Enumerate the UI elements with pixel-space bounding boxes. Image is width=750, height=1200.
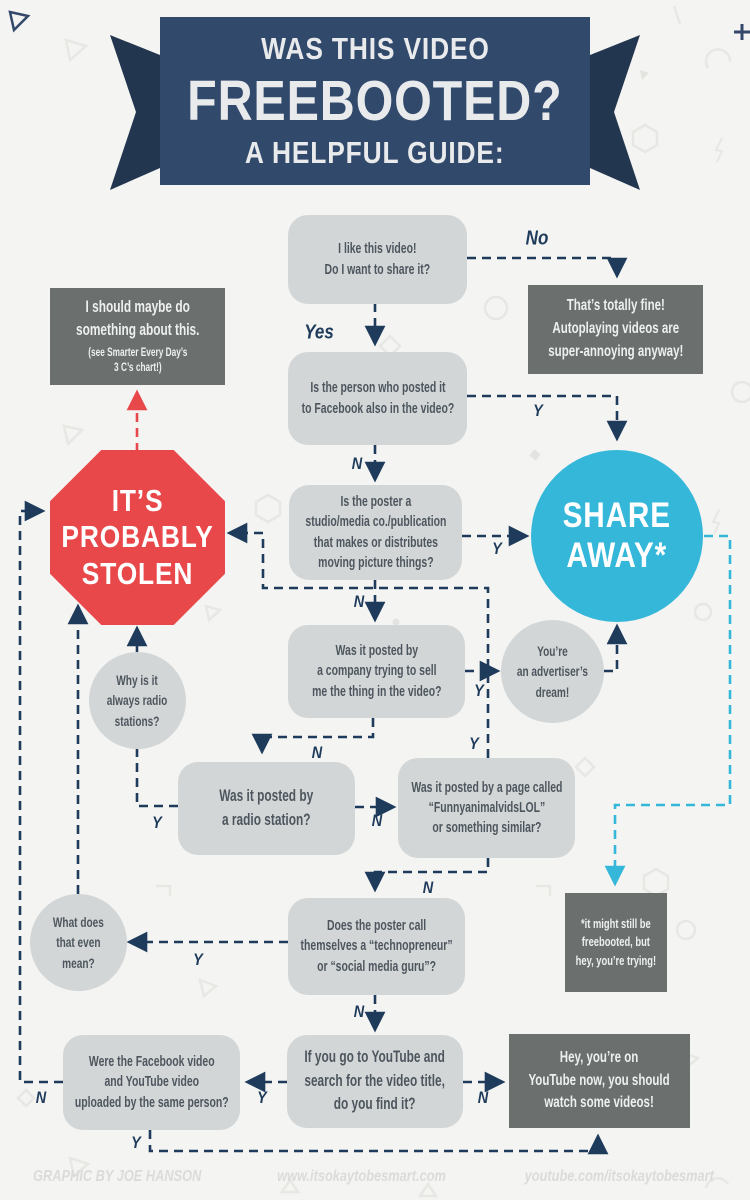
node-probably-stolen-text: IT’S PROBABLY STOLEN — [61, 482, 214, 591]
footer-youtube: youtube.com/itsokaytobesmart — [525, 1168, 715, 1185]
node-do-something-text: I should maybe do something about this. — [75, 298, 200, 340]
edge-label-funny-y: Y — [469, 734, 479, 753]
edge-label-radio-n: N — [371, 811, 383, 830]
banner-ribbon-tails — [110, 35, 640, 190]
node-advertisers-dream: You’re an advertiser’s dream! — [501, 620, 604, 723]
edge-sameperson-n — [18, 500, 63, 1084]
title-line-1: WAS THIS VIDEO — [260, 31, 490, 67]
edge-label-studio-n: N — [353, 592, 365, 611]
node-funny-page-text: Was it posted by a page called “Funnyani… — [410, 779, 563, 837]
edge-label-search-n: N — [477, 1088, 489, 1107]
node-youtube-search-text: If you go to YouTube and search for the … — [304, 1047, 446, 1114]
edge-label-studio-y: Y — [492, 539, 502, 558]
node-watch-videos: Hey, you’re on YouTube now, you should w… — [509, 1034, 690, 1128]
edge-label-sameperson-n: N — [35, 1088, 47, 1107]
node-still-freebooted-text: *it might still be freebooted, but hey, … — [575, 916, 657, 968]
node-funny-page: Was it posted by a page called “Funnyani… — [398, 758, 575, 858]
node-advertisers-dream-text: You’re an advertiser’s dream! — [516, 643, 589, 700]
node-still-freebooted: *it might still be freebooted, but hey, … — [565, 893, 667, 992]
node-totally-fine: That’s totally fine! Autoplaying videos … — [528, 285, 703, 374]
edge-funny-n — [364, 858, 490, 893]
title-line-2: FREEBOOTED? — [187, 68, 563, 133]
edge-label-invideo-y: Y — [533, 401, 543, 420]
node-radio-station: Was it posted by a radio station? — [178, 762, 355, 855]
edge-label-radio-y: Y — [152, 813, 162, 832]
node-radio-station-text: Was it posted by a radio station? — [219, 787, 314, 829]
node-person-in-video-text: Is the person who posted it to Facebook … — [301, 380, 454, 417]
title-line-3: A HELPFUL GUIDE: — [245, 135, 505, 171]
node-do-something: I should maybe do something about this. … — [50, 288, 225, 385]
node-youtube-search: If you go to YouTube and search for the … — [287, 1035, 463, 1128]
node-share-away: SHARE AWAY* — [531, 450, 703, 622]
footer: GRAPHIC BY JOE HANSON www.itsokaytobesma… — [0, 1168, 750, 1186]
node-technopreneur: Does the poster call themselves a “techn… — [288, 898, 465, 995]
node-watch-videos-text: Hey, you’re on YouTube now, you should w… — [528, 1048, 671, 1112]
node-share-away-text: SHARE AWAY* — [562, 495, 672, 575]
node-what-mean: What does that even mean? — [30, 894, 127, 991]
node-why-radio-text: Why is it always radio stations? — [107, 672, 168, 729]
edge-dream-share — [604, 623, 628, 673]
node-like-video: I like this video! Do I want to share it… — [288, 215, 467, 304]
node-studio-media-text: Is the poster a studio/media co./publica… — [305, 493, 446, 571]
edge-sameperson-y — [148, 1130, 609, 1155]
edge-share-asterisk — [604, 534, 732, 887]
footer-site: www.itsokaytobesmart.com — [277, 1168, 447, 1185]
edge-label-company-n: N — [311, 743, 323, 762]
edge-label-techno-y: Y — [193, 950, 203, 969]
node-company-sell-text: Was it posted by a company trying to sel… — [311, 643, 442, 700]
edge-company-n — [251, 718, 375, 755]
edge-label-yes: Yes — [304, 321, 334, 344]
node-same-person: Were the Facebook video and YouTube vide… — [63, 1035, 240, 1130]
node-probably-stolen: IT’S PROBABLY STOLEN — [50, 450, 225, 625]
footer-credit: GRAPHIC BY JOE HANSON — [33, 1168, 202, 1185]
edge-label-sameperson-y: Y — [131, 1133, 141, 1152]
node-studio-media: Is the poster a studio/media co./publica… — [289, 485, 462, 580]
edge-no — [467, 256, 628, 279]
edge-label-no: No — [525, 227, 549, 250]
node-technopreneur-text: Does the poster call themselves a “techn… — [300, 918, 453, 975]
edge-invideo-y — [467, 394, 628, 442]
edge-funny-y — [226, 522, 490, 758]
edge-label-invideo-n: N — [351, 454, 363, 473]
node-totally-fine-text: That’s totally fine! Autoplaying videos … — [547, 297, 684, 360]
node-what-mean-text: What does that even mean? — [53, 914, 104, 971]
node-company-sell: Was it posted by a company trying to sel… — [288, 625, 465, 718]
edge-label-techno-n: N — [353, 1002, 365, 1021]
node-same-person-text: Were the Facebook video and YouTube vide… — [74, 1054, 229, 1111]
title-banner: WAS THIS VIDEO FREEBOOTED? A HELPFUL GUI… — [160, 17, 590, 185]
node-like-video-text: I like this video! Do I want to share it… — [324, 241, 431, 278]
node-why-radio: Why is it always radio stations? — [89, 652, 186, 749]
node-person-in-video: Is the person who posted it to Facebook … — [288, 352, 467, 445]
edge-label-search-y: Y — [257, 1088, 267, 1107]
edge-label-funny-n: N — [422, 878, 434, 897]
edge-label-company-y: Y — [474, 681, 484, 700]
node-do-something-subtext: (see Smarter Every Day’s 3 C’s chart!) — [87, 346, 188, 375]
